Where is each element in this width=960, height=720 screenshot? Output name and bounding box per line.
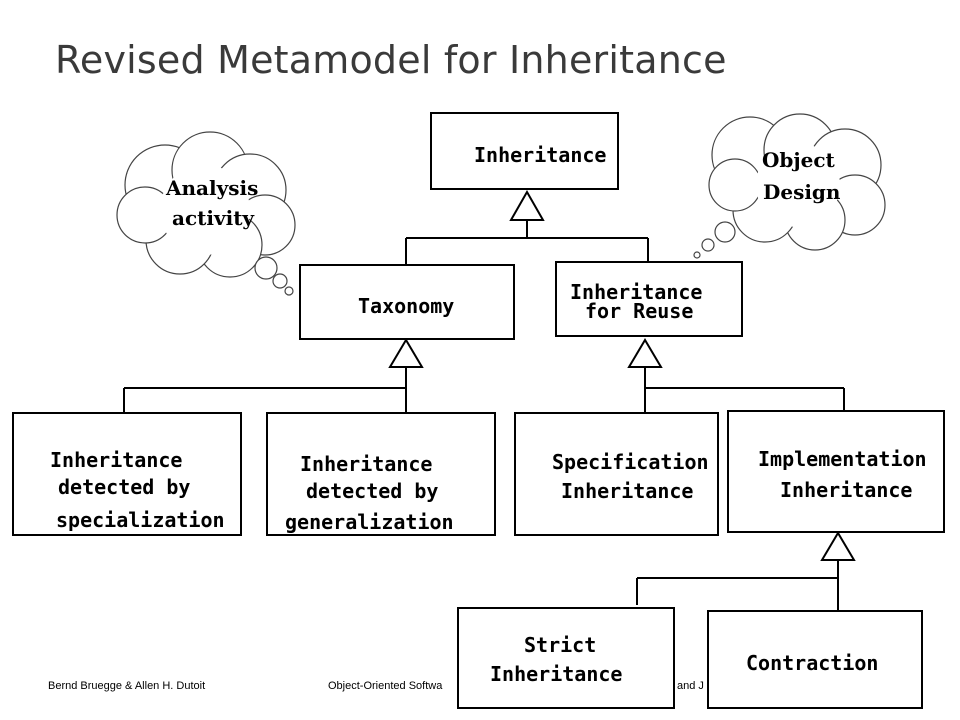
specification-label-line2: Inheritance <box>561 479 693 503</box>
analysis-cloud-label-line1: Analysis <box>165 176 258 200</box>
strict-label-line1: Strict <box>524 633 596 657</box>
analysis-cloud-label-line2: activity <box>172 206 255 230</box>
reuse-label-line2: for Reuse <box>585 299 693 323</box>
specialization-label-line3: specialization <box>56 508 225 532</box>
generalization-triangle-taxonomy <box>388 338 424 368</box>
footer-book-title: Object-Oriented Softwa <box>328 680 443 692</box>
strict-label-line2: Inheritance <box>490 662 622 686</box>
generalization-triangle-top <box>509 189 545 221</box>
thought-bubble-large <box>254 256 278 280</box>
thought-bubble-medium <box>701 238 715 252</box>
generalization-triangle-reuse <box>627 338 663 368</box>
footer-book-title-tail: and J <box>677 680 704 692</box>
inheritance-box <box>430 112 619 190</box>
generalization-label-line2: detected by <box>306 479 438 503</box>
footer-authors: Bernd Bruegge & Allen H. Dutoit <box>48 680 206 692</box>
implementation-label-line1: Implementation <box>758 447 927 471</box>
reuse-label-line1: Inheritance <box>570 280 702 304</box>
strict-inheritance-box <box>457 607 675 709</box>
inheritance-for-reuse-box <box>555 261 743 337</box>
contraction-box <box>707 610 923 709</box>
generalization-label-line1: Inheritance <box>300 452 432 476</box>
taxonomy-label: Taxonomy <box>358 294 454 318</box>
specification-label-line1: Specification <box>552 450 709 474</box>
specialization-box <box>12 412 242 536</box>
connectors <box>123 220 845 610</box>
generalization-label-line3: generalization <box>285 510 454 534</box>
contraction-label: Contraction <box>746 651 878 675</box>
specialization-label-line1: Inheritance <box>50 448 182 472</box>
generalization-box <box>266 412 496 536</box>
design-cloud-label-line2: Design <box>763 180 841 204</box>
implementation-inheritance-box <box>727 410 945 533</box>
inheritance-label: Inheritance <box>474 143 606 167</box>
design-cloud-label-line1: Object <box>762 148 836 172</box>
implementation-label-line2: Inheritance <box>780 478 912 502</box>
generalization-triangle-implementation <box>820 531 856 561</box>
analysis-activity-thought-cloud: Analysis activity <box>116 131 296 296</box>
slide-title: Revised Metamodel for Inheritance <box>55 38 727 82</box>
thought-bubble-large <box>714 221 736 243</box>
object-design-thought-cloud: Object Design <box>693 113 886 259</box>
specification-inheritance-box <box>514 412 719 536</box>
thought-bubble-small <box>693 251 701 259</box>
taxonomy-box <box>299 264 515 340</box>
thought-bubble-small <box>284 286 294 296</box>
thought-bubble-medium <box>272 273 288 289</box>
specialization-label-line2: detected by <box>58 475 190 499</box>
